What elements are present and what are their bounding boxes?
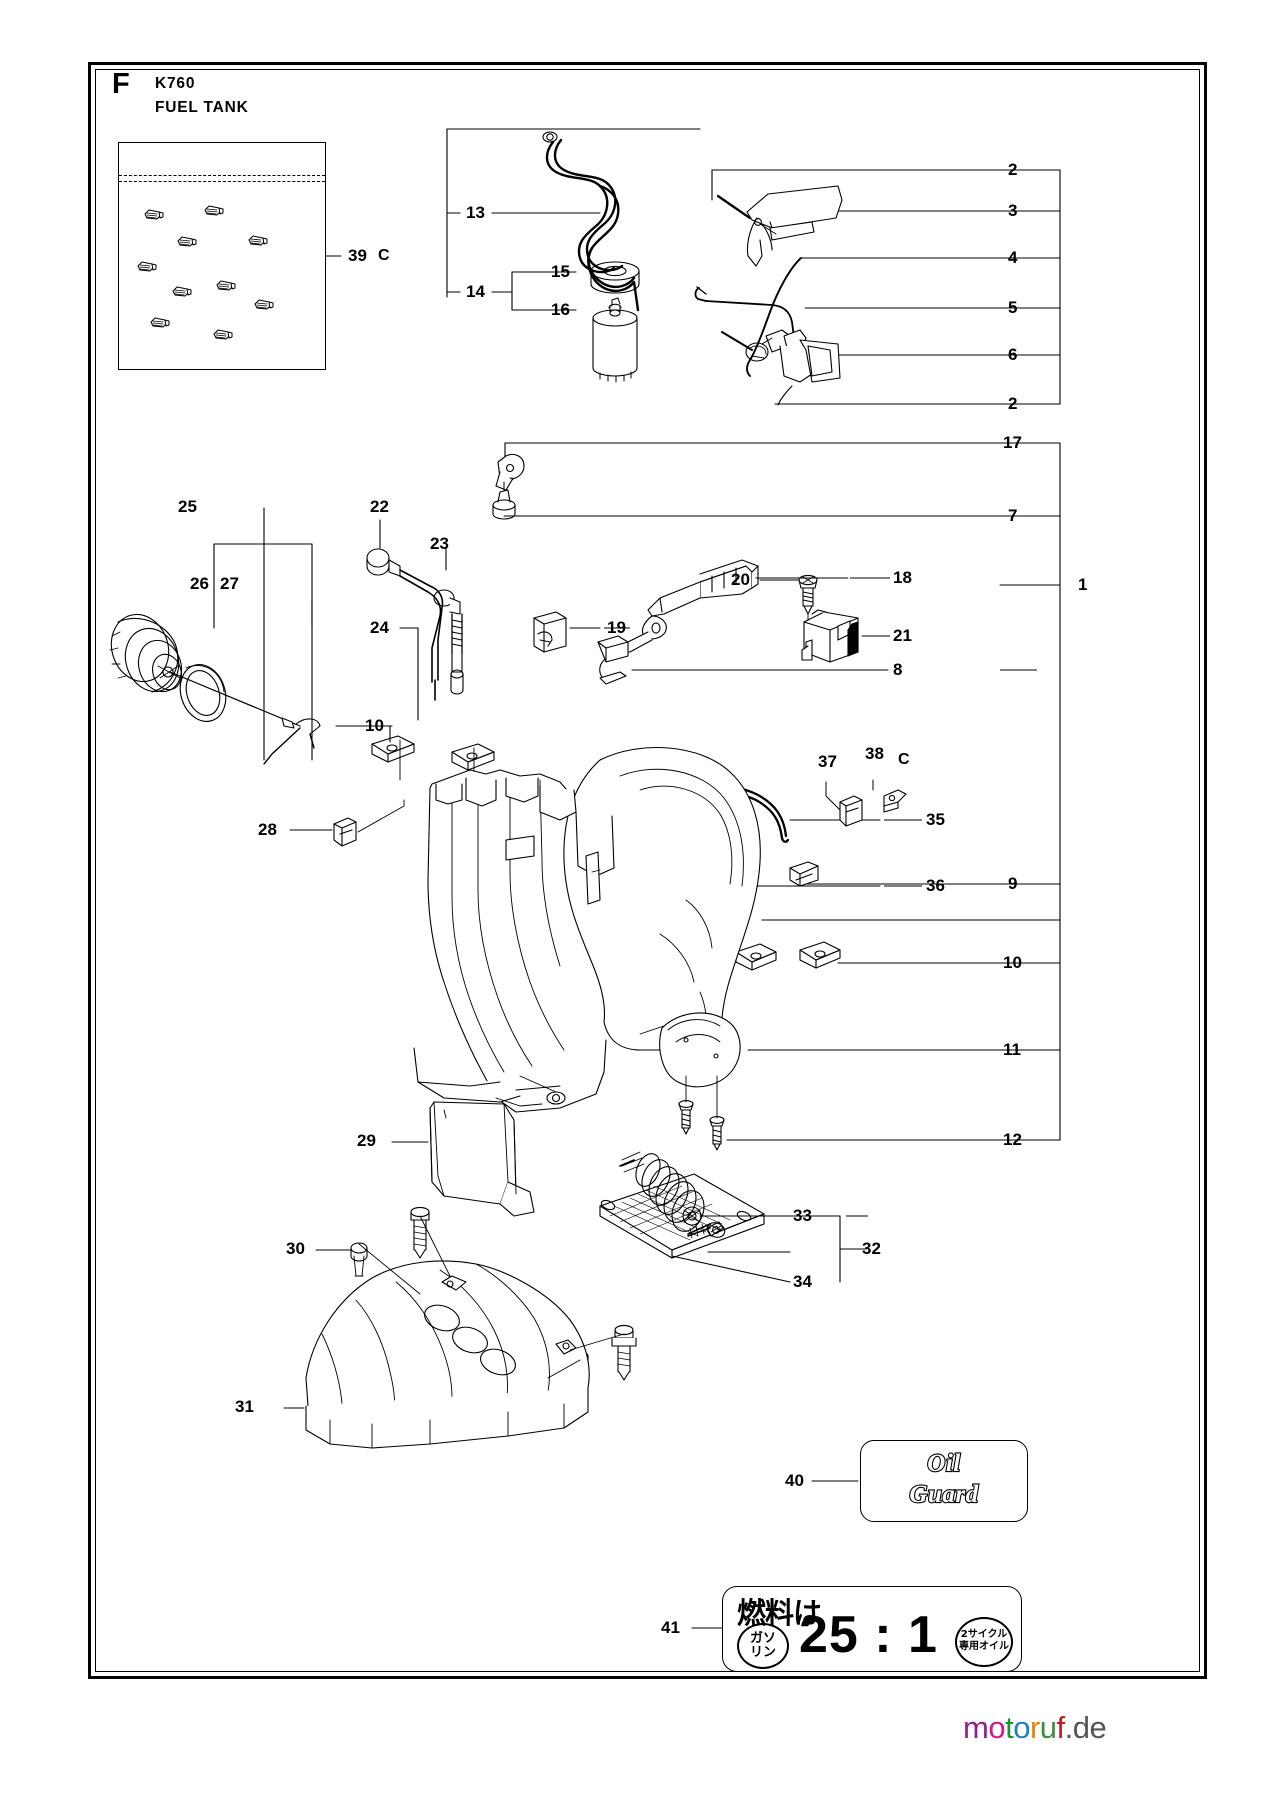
callout-41: 41 <box>661 1618 680 1637</box>
watermark-o2: o <box>1013 1710 1030 1745</box>
callout-30: 30 <box>286 1239 305 1258</box>
watermark-m: m <box>963 1710 989 1745</box>
fuel-mix-oil-badge: 2サイクル 専用オイル <box>955 1617 1013 1667</box>
group-marker-c-mid: C <box>898 751 910 768</box>
callout-32: 32 <box>862 1239 881 1258</box>
callout-8: 8 <box>893 660 903 679</box>
watermark-f: f <box>1056 1710 1066 1745</box>
callout-21: 21 <box>893 626 912 645</box>
callout-35: 35 <box>926 810 945 829</box>
section-letter: F <box>112 68 130 100</box>
callout-34: 34 <box>793 1272 812 1291</box>
callout-5: 5 <box>1008 298 1018 317</box>
screw-bag <box>118 142 326 370</box>
callout-28: 28 <box>258 820 277 839</box>
oil-guard-line2: Guard <box>908 1480 979 1509</box>
watermark-u: u <box>1039 1710 1057 1745</box>
callout-18: 18 <box>893 568 912 587</box>
callout-31: 31 <box>235 1397 254 1416</box>
bag-seam-top <box>119 175 325 176</box>
callout-2-lower: 2 <box>1008 394 1018 413</box>
watermark-r: r <box>1029 1710 1040 1745</box>
callout-15: 15 <box>551 262 570 281</box>
site-watermark: motoruf.de <box>963 1710 1107 1746</box>
callout-6: 6 <box>1008 345 1018 364</box>
callout-27: 27 <box>220 574 239 593</box>
callout-16: 16 <box>551 300 570 319</box>
callout-19: 19 <box>607 618 626 637</box>
callout-24: 24 <box>370 618 389 637</box>
callout-1: 1 <box>1078 575 1088 594</box>
callout-14: 14 <box>466 282 485 301</box>
callout-7: 7 <box>1008 506 1018 525</box>
watermark-o1: o <box>988 1710 1006 1745</box>
oil-guard-line1: Oil <box>926 1449 961 1478</box>
callout-10-upper: 10 <box>365 716 384 735</box>
callout-37: 37 <box>818 752 837 771</box>
callout-25: 25 <box>178 497 197 516</box>
callout-13: 13 <box>466 203 485 222</box>
callout-40: 40 <box>785 1471 804 1490</box>
callout-39: 39 <box>348 246 367 265</box>
callout-33: 33 <box>793 1206 812 1225</box>
oil-line2: 専用オイル <box>959 1640 1009 1652</box>
callout-10-lower: 10 <box>1003 953 1022 972</box>
fuel-mix-ratio: 25 : 1 <box>799 1606 938 1664</box>
bag-seam-bottom <box>119 181 325 182</box>
fuel-mix-gasoline-badge: ガソ リン <box>737 1623 789 1669</box>
callout-26: 26 <box>190 574 209 593</box>
callout-38: 38 <box>865 744 884 763</box>
group-marker-c-top: C <box>378 247 390 264</box>
callout-22: 22 <box>370 497 389 516</box>
callout-17: 17 <box>1003 433 1022 452</box>
callout-12: 12 <box>1003 1130 1022 1149</box>
callout-4: 4 <box>1008 248 1018 267</box>
callout-23: 23 <box>430 534 449 553</box>
callout-3: 3 <box>1008 201 1018 220</box>
watermark-suffix: .de <box>1064 1710 1107 1745</box>
callout-2-upper: 2 <box>1008 160 1018 179</box>
callout-20: 20 <box>731 570 750 589</box>
model-name: K760 <box>155 75 196 92</box>
gasoline-line2: リン <box>749 1644 776 1660</box>
callout-9: 9 <box>1008 874 1018 893</box>
decal-fuel-mix: 燃料は ガソ リン 25 : 1 2サイクル 専用オイル <box>722 1586 1022 1672</box>
page-title: K760 FUEL TANK <box>155 72 249 120</box>
oil-line1: 2サイクル <box>960 1629 1008 1640</box>
callout-11: 11 <box>1003 1040 1021 1059</box>
assembly-name: FUEL TANK <box>155 99 249 117</box>
callout-29: 29 <box>357 1131 376 1150</box>
diagram-frame-inner <box>95 69 1200 1672</box>
callout-36: 36 <box>926 876 945 895</box>
decal-oil-guard: Oil Guard <box>860 1440 1028 1522</box>
watermark-t: t <box>1005 1710 1014 1745</box>
gasoline-line1: ガソ <box>749 1631 776 1646</box>
